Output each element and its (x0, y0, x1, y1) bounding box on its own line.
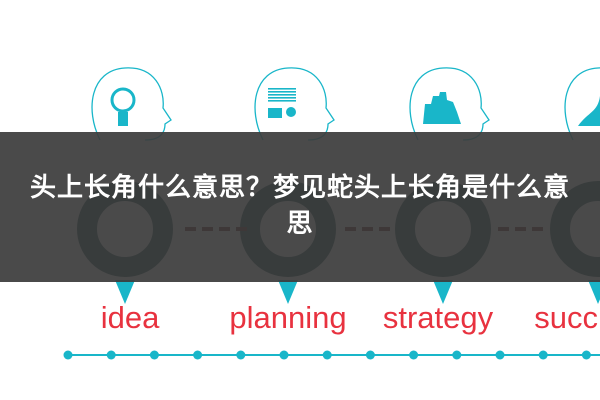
document-chart-icon (268, 94, 296, 96)
document-chart-icon (268, 88, 296, 90)
timeline-dot (581, 350, 591, 360)
timeline-dot (452, 350, 462, 360)
timeline-dot (106, 350, 116, 360)
lightbulb-icon (110, 87, 136, 113)
stage-label-planning: planning (229, 300, 347, 335)
head-outline (254, 67, 335, 141)
timeline-dot (495, 350, 505, 360)
title-banner (0, 132, 600, 282)
document-chart-icon (268, 108, 282, 118)
document-chart-icon (268, 97, 296, 99)
stage-label-idea: idea (100, 300, 160, 335)
timeline-dot (236, 350, 246, 360)
document-chart-icon (268, 91, 296, 93)
timeline-dot (538, 350, 548, 360)
timeline-dot (365, 350, 375, 360)
pointer-triangle (115, 280, 135, 304)
stage-label-success: succ (534, 300, 598, 335)
timeline-dot (193, 350, 203, 360)
page-title: 头上长角什么意思？梦见蛇头上长角是什么意思 (29, 173, 570, 239)
chess-pieces-icon (423, 92, 461, 124)
stage-label-strategy: strategy (382, 300, 494, 335)
timeline-dot (279, 350, 289, 360)
lightbulb-icon (118, 112, 128, 126)
pointer-triangle (588, 280, 600, 304)
hand-icon (578, 96, 600, 126)
pointer-triangle (433, 280, 453, 304)
timeline-dot (322, 350, 332, 360)
timeline-dot (409, 350, 419, 360)
timeline-dot (63, 350, 73, 360)
document-chart-icon (268, 100, 296, 102)
document-chart-icon (286, 107, 296, 117)
pointer-triangle (278, 280, 298, 304)
head-outline (564, 67, 600, 141)
timeline-dot (149, 350, 159, 360)
head-outline (91, 67, 172, 141)
